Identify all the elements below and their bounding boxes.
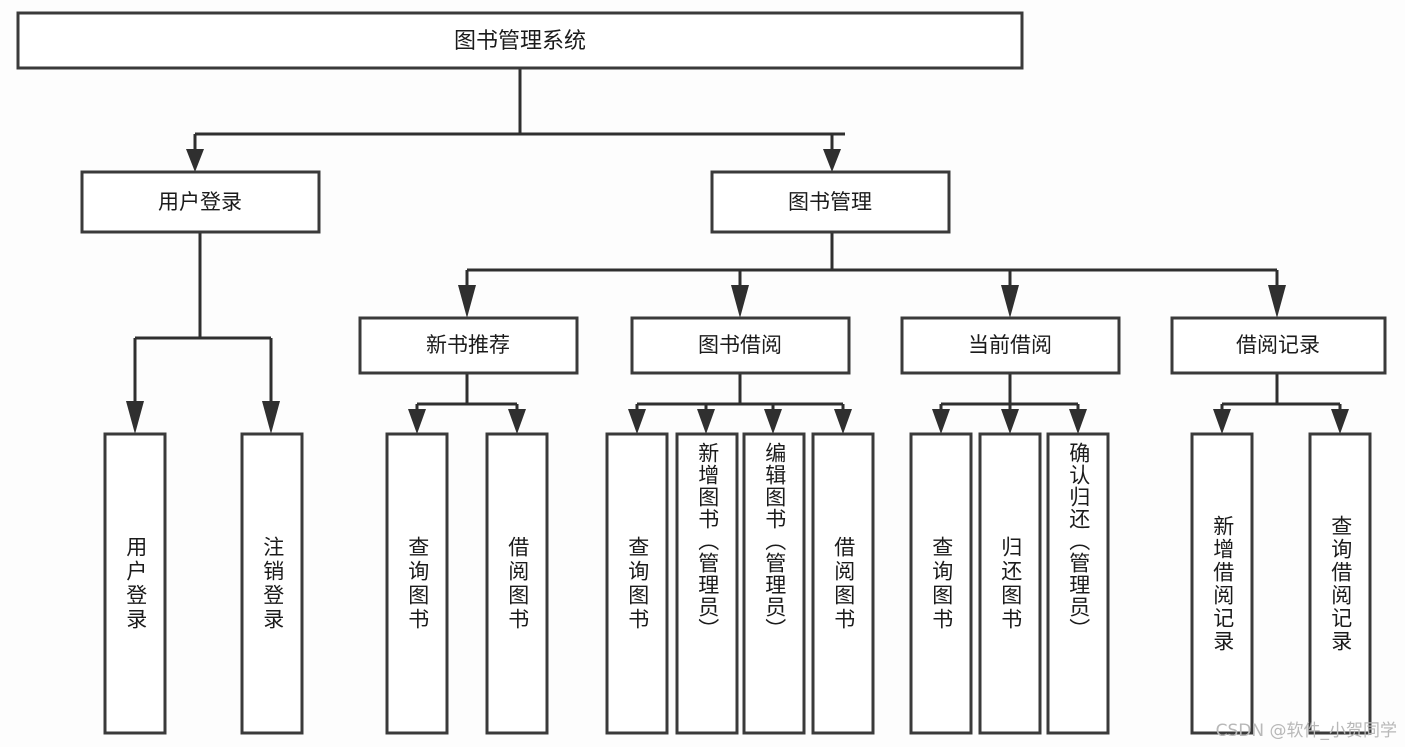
node-new-book-recommend-label: 新书推荐	[426, 333, 510, 357]
node-current-borrow[interactable]: 当前借阅	[900, 316, 1121, 375]
node-book-manage-label: 图书管理	[788, 190, 872, 214]
node-borrow-record-label: 借阅记录	[1236, 333, 1320, 357]
node-new-book-recommend[interactable]: 新书推荐	[358, 316, 579, 375]
leaf-box-return-book[interactable]	[978, 432, 1042, 735]
node-root[interactable]: 图书管理系统	[16, 11, 1024, 70]
leaf-box-user-logout[interactable]	[240, 432, 304, 735]
watermark: CSDN @软件_小贺同学	[1215, 721, 1397, 741]
leaf-box-user-login[interactable]	[103, 432, 167, 735]
leaf-box-borrow-book-2[interactable]	[811, 432, 875, 735]
node-user-login[interactable]: 用户登录	[80, 170, 321, 234]
connector-root-to-level1	[186, 68, 845, 172]
node-user-login-label: 用户登录	[158, 190, 242, 214]
connector-bookmanage-to-level2	[458, 232, 1286, 318]
leaf-box-add-book[interactable]	[675, 432, 739, 735]
leaf-box-edit-book[interactable]	[742, 432, 806, 735]
leaf-box-confirm-return[interactable]	[1046, 432, 1110, 735]
node-current-borrow-label: 当前借阅	[968, 333, 1052, 357]
connector-current-to-leaves	[932, 373, 1087, 434]
leaf-boxes	[103, 432, 1372, 735]
node-root-label: 图书管理系统	[454, 29, 586, 54]
leaf-box-add-record[interactable]	[1190, 432, 1254, 735]
leaf-box-borrow-book-1[interactable]	[485, 432, 549, 735]
leaf-box-query-book-1[interactable]	[385, 432, 449, 735]
connector-borrow-to-leaves	[628, 373, 852, 434]
connector-record-to-leaves	[1213, 373, 1349, 434]
node-book-borrow[interactable]: 图书借阅	[630, 316, 851, 375]
node-borrow-record[interactable]: 借阅记录	[1170, 316, 1387, 375]
node-book-manage[interactable]: 图书管理	[710, 170, 951, 234]
leaf-box-query-book-2[interactable]	[605, 432, 669, 735]
connector-recommend-to-leaves	[408, 373, 526, 434]
leaf-box-query-book-3[interactable]	[909, 432, 973, 735]
leaf-box-query-record[interactable]	[1308, 432, 1372, 735]
connector-userlogin-to-leaves	[126, 232, 280, 434]
node-book-borrow-label: 图书借阅	[698, 333, 782, 357]
